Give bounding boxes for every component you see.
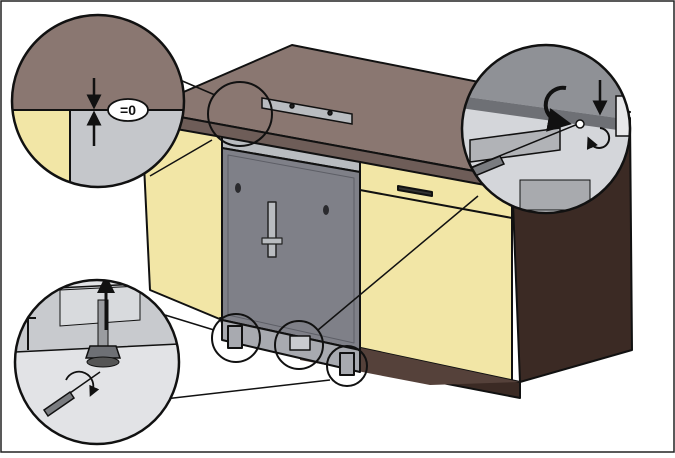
highlight-gap — [207, 81, 273, 147]
zoom-screw-detail — [460, 43, 632, 215]
drawer-handle — [397, 185, 433, 197]
zoom-gap-border — [10, 13, 186, 189]
highlight-foot-right — [326, 345, 368, 387]
mounting-bracket — [261, 97, 353, 125]
highlight-center — [274, 320, 324, 370]
highlight-circles — [207, 81, 368, 387]
dishwasher — [221, 136, 361, 376]
zoom-screw-border — [460, 43, 632, 215]
drawer-line — [359, 189, 513, 219]
dishwasher-door — [221, 147, 361, 351]
highlight-foot-left — [211, 313, 261, 363]
center-adjuster — [289, 335, 311, 351]
zoom-foot-border — [13, 278, 181, 446]
leader-lines — [149, 79, 479, 401]
dishwasher-feet — [227, 325, 355, 376]
zoom-foot-detail — [13, 278, 181, 446]
gap-label: =0 — [120, 102, 136, 118]
mounting-keyholes — [235, 183, 329, 215]
door-handle — [267, 201, 277, 258]
